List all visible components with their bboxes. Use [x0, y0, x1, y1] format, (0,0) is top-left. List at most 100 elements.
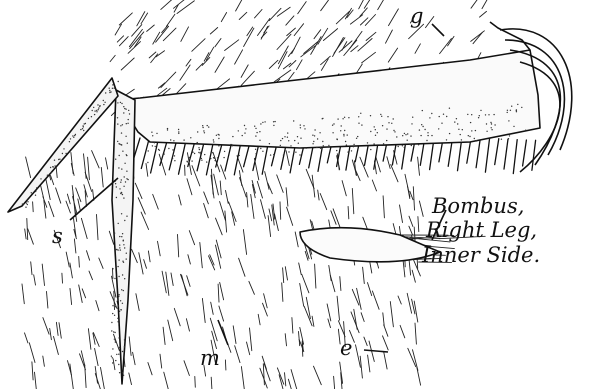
hair-stroke	[288, 49, 294, 57]
stipple-dot	[475, 130, 476, 131]
stipple-dot	[382, 125, 383, 126]
stipple-dot	[123, 106, 124, 107]
stipple-dot	[120, 182, 121, 183]
hair-stroke	[132, 249, 138, 262]
stipple-dot	[491, 127, 492, 128]
stipple-dot	[358, 116, 359, 117]
stipple-dot	[122, 274, 123, 275]
comb-bristle	[151, 139, 159, 173]
stipple-dot	[191, 160, 192, 161]
stipple-dot	[114, 332, 115, 333]
hair-stroke	[101, 367, 105, 388]
stipple-dot	[111, 322, 112, 323]
hair-stroke	[195, 377, 196, 388]
stipple-dot	[449, 108, 450, 109]
stipple-dot	[84, 123, 85, 124]
stipple-dot	[454, 121, 455, 122]
stipple-dot	[213, 157, 214, 158]
stipple-dot	[323, 145, 324, 146]
stipple-dot	[122, 151, 123, 152]
hair-stroke	[54, 336, 59, 354]
stipple-dot	[93, 107, 94, 108]
stipple-dot	[118, 337, 119, 338]
stipple-dot	[74, 135, 75, 136]
stipple-dot	[122, 351, 123, 352]
hair-stroke	[129, 337, 131, 356]
stipple-dot	[120, 249, 121, 250]
hair-stroke	[364, 337, 367, 346]
stipple-dot	[306, 148, 307, 149]
stipple-dot	[178, 129, 179, 130]
hair-stroke	[35, 372, 37, 389]
stipple-dot	[121, 179, 122, 180]
stipple-dot	[120, 300, 121, 301]
stipple-dot	[91, 116, 92, 117]
stipple-dot	[207, 125, 208, 126]
hair-stroke	[126, 89, 134, 94]
hair-stroke	[409, 226, 413, 235]
stipple-dot	[201, 160, 202, 161]
hair-stroke	[70, 263, 73, 278]
hair-stroke	[337, 296, 339, 320]
hair-stroke	[174, 308, 180, 325]
stipple-dot	[189, 157, 190, 158]
stipple-dot	[114, 315, 115, 316]
hair-stroke	[156, 26, 169, 42]
stipple-dot	[360, 113, 361, 114]
stipple-dot	[104, 102, 105, 103]
hair-stroke	[101, 167, 103, 187]
hair-stroke	[148, 251, 150, 262]
stipple-dot	[478, 117, 479, 118]
stipple-dot	[73, 137, 74, 138]
caption-line-3: Inner Side.	[422, 243, 540, 267]
stipple-dot	[123, 290, 124, 291]
hair-stroke	[294, 24, 303, 36]
stipple-dot	[337, 118, 338, 119]
hair-stroke	[471, 0, 478, 8]
stipple-dot	[402, 145, 403, 146]
hair-stroke	[109, 231, 113, 244]
stipple-dot	[121, 289, 122, 290]
stipple-dot	[426, 140, 427, 141]
hair-stroke	[265, 172, 269, 190]
hair-stroke	[239, 12, 247, 19]
hair-stroke	[184, 361, 189, 376]
hair-stroke	[89, 271, 93, 280]
stipple-dot	[122, 261, 123, 262]
stipple-dot	[388, 122, 389, 123]
hair-stroke	[229, 202, 237, 222]
stipple-dot	[319, 132, 320, 133]
stipple-dot	[358, 123, 359, 124]
stipple-dot	[298, 143, 299, 144]
hair-stroke	[389, 9, 399, 26]
stipple-dot	[347, 134, 348, 135]
hair-stroke	[240, 178, 247, 197]
stipple-dot	[59, 159, 60, 160]
stipple-dot	[178, 133, 179, 134]
stipple-dot	[256, 132, 257, 133]
hair-stroke	[220, 283, 224, 300]
hair-stroke	[415, 323, 416, 344]
hair-stroke	[247, 193, 248, 208]
stipple-dot	[488, 114, 489, 115]
hair-stroke	[440, 39, 452, 54]
stipple-dot	[201, 158, 202, 159]
stipple-dot	[127, 123, 128, 124]
hair-stroke	[133, 352, 136, 364]
stipple-dot	[391, 123, 392, 124]
hair-stroke	[448, 36, 454, 46]
stipple-dot	[460, 134, 461, 135]
stipple-dot	[121, 236, 122, 237]
stipple-dot	[283, 154, 284, 155]
stipple-dot	[429, 117, 430, 118]
hair-stroke	[206, 47, 213, 60]
stipple-dot	[92, 110, 93, 111]
stipple-dot	[320, 147, 321, 148]
hair-stroke	[480, 11, 487, 17]
stipple-dot	[172, 158, 173, 159]
stipple-dot	[117, 300, 118, 301]
label-s: s	[52, 226, 63, 247]
hair-stroke	[129, 373, 132, 385]
hair-stroke	[192, 39, 205, 52]
